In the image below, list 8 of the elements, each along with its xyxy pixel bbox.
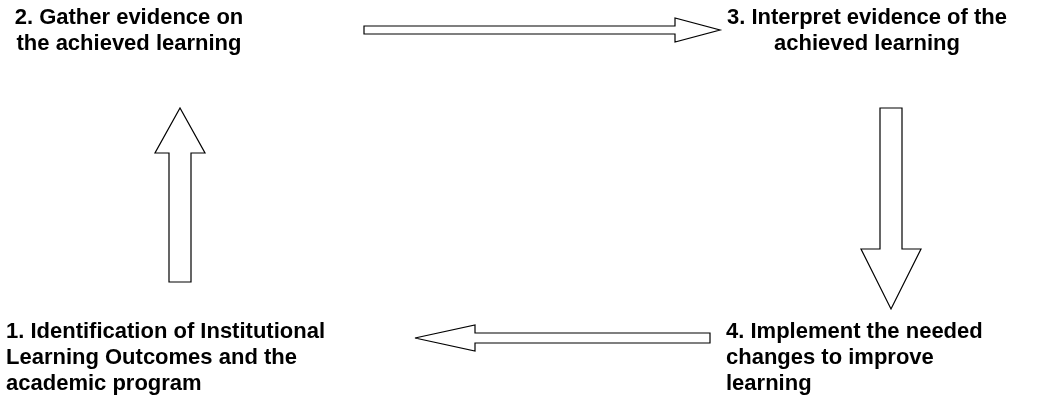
block-arrow	[860, 107, 922, 311]
step-label: 1. Identification of Institutional Learning Outcomes and the academic program	[6, 318, 326, 396]
block-arrow	[363, 17, 723, 43]
block-arrow	[154, 106, 206, 283]
step-label: 2. Gather evidence on the achieved learning	[13, 4, 245, 56]
step-label: 4. Implement the needed changes to improve learning	[726, 318, 984, 396]
step-label: 3. Interpret evidence of the achieved learning	[726, 4, 1008, 56]
block-arrow	[414, 324, 711, 352]
